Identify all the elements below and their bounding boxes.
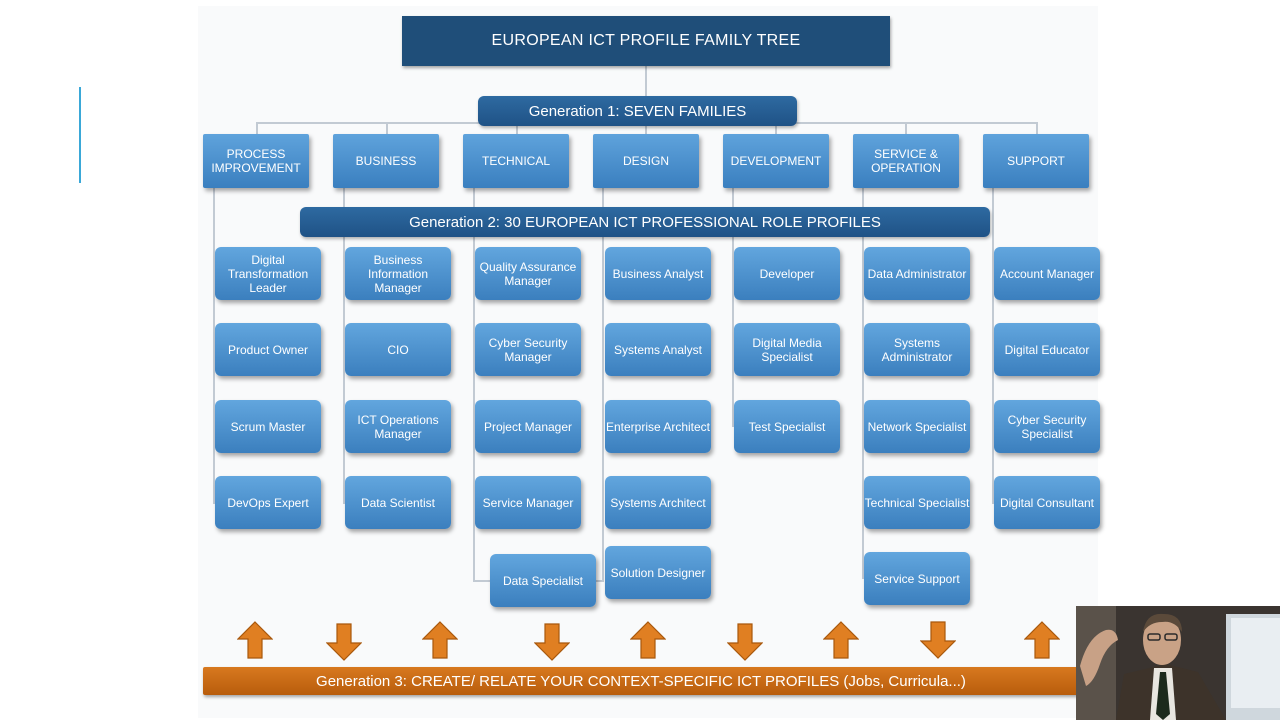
arrow-down-icon xyxy=(534,623,570,661)
connector xyxy=(596,580,604,582)
role-box: Service Manager xyxy=(475,476,581,529)
role-box: Enterprise Architect xyxy=(605,400,711,453)
role-box: Systems Architect xyxy=(605,476,711,529)
role-box: Business Information Manager xyxy=(345,247,451,300)
connector xyxy=(602,187,604,582)
arrow-up-icon xyxy=(630,621,666,659)
role-box: Data Administrator xyxy=(864,247,970,300)
connector xyxy=(645,66,647,96)
role-box: Solution Designer xyxy=(605,546,711,599)
connector xyxy=(1036,122,1038,134)
role-box: Systems Administrator xyxy=(864,323,970,376)
arrow-down-icon xyxy=(727,623,763,661)
family-development: DEVELOPMENT xyxy=(723,134,829,188)
role-box: Developer xyxy=(734,247,840,300)
role-box: Digital Consultant xyxy=(994,476,1100,529)
connector xyxy=(645,122,647,134)
accent-line xyxy=(79,87,81,183)
generation-3-banner: Generation 3: CREATE/ RELATE YOUR CONTEX… xyxy=(203,667,1079,695)
family-service-operation: SERVICE & OPERATION xyxy=(853,134,959,188)
role-box: Business Analyst xyxy=(605,247,711,300)
role-box: ICT Operations Manager xyxy=(345,400,451,453)
page-title: EUROPEAN ICT PROFILE FAMILY TREE xyxy=(402,16,890,66)
role-box: Project Manager xyxy=(475,400,581,453)
role-box: Quality Assurance Manager xyxy=(475,247,581,300)
connector xyxy=(775,122,777,134)
role-box: Systems Analyst xyxy=(605,323,711,376)
role-box: Product Owner xyxy=(215,323,321,376)
role-box: Digital Media Specialist xyxy=(734,323,840,376)
generation-2-banner: Generation 2: 30 EUROPEAN ICT PROFESSION… xyxy=(300,207,990,237)
role-box: Service Support xyxy=(864,552,970,605)
connector xyxy=(256,122,258,134)
family-technical: TECHNICAL xyxy=(463,134,569,188)
role-box: Data Specialist xyxy=(490,554,596,607)
connector xyxy=(516,122,518,134)
connector xyxy=(473,580,491,582)
connector xyxy=(992,187,994,504)
family-process-improvement: PROCESS IMPROVEMENT xyxy=(203,134,309,188)
family-business: BUSINESS xyxy=(333,134,439,188)
role-box: Digital Transformation Leader xyxy=(215,247,321,300)
arrow-up-icon xyxy=(237,621,273,659)
presenter-image xyxy=(1076,606,1280,720)
connector xyxy=(862,187,864,579)
arrow-up-icon xyxy=(823,621,859,659)
connector xyxy=(213,187,215,504)
generation-1-banner: Generation 1: SEVEN FAMILIES xyxy=(478,96,797,126)
role-box: Network Specialist xyxy=(864,400,970,453)
webcam-video xyxy=(1076,606,1280,720)
arrow-down-icon xyxy=(326,623,362,661)
role-box: Cyber Security Manager xyxy=(475,323,581,376)
role-box: Technical Specialist xyxy=(864,476,970,529)
role-box: Account Manager xyxy=(994,247,1100,300)
role-box: Digital Educator xyxy=(994,323,1100,376)
arrow-down-icon xyxy=(920,621,956,659)
family-design: DESIGN xyxy=(593,134,699,188)
role-box: Data Scientist xyxy=(345,476,451,529)
arrow-up-icon xyxy=(1024,621,1060,659)
connector xyxy=(343,187,345,504)
family-support: SUPPORT xyxy=(983,134,1089,188)
role-box: DevOps Expert xyxy=(215,476,321,529)
role-box: Test Specialist xyxy=(734,400,840,453)
connector xyxy=(473,187,475,582)
role-box: CIO xyxy=(345,323,451,376)
arrow-up-icon xyxy=(422,621,458,659)
role-box: Scrum Master xyxy=(215,400,321,453)
role-box: Cyber Security Specialist xyxy=(994,400,1100,453)
connector xyxy=(732,187,734,427)
connector xyxy=(905,122,907,134)
connector xyxy=(386,122,388,134)
